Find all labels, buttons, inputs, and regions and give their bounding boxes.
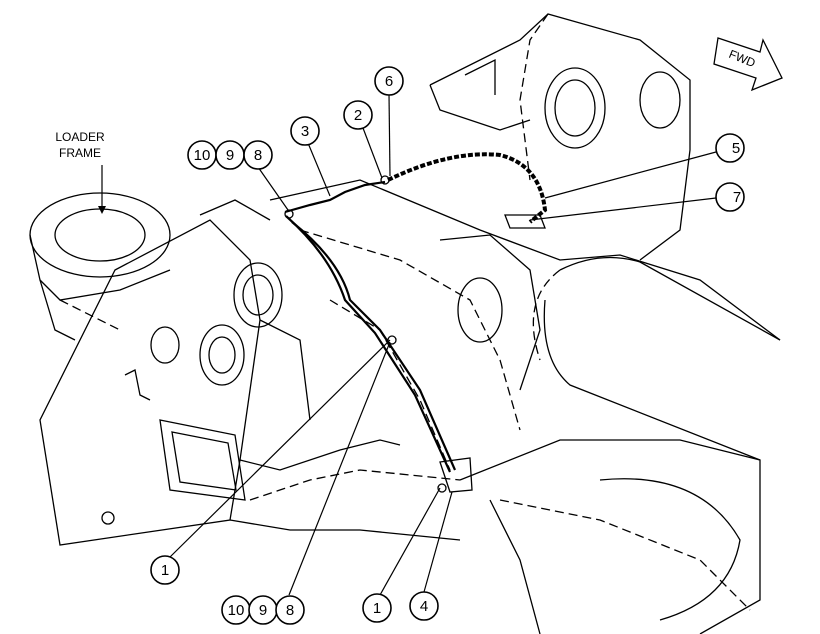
callout-1-right: 1 [362,593,392,623]
callout-7: 7 [715,182,745,212]
callout-3: 3 [290,116,320,146]
svg-text:2: 2 [354,107,362,124]
callout-8-top: 8 [243,140,273,170]
callout-9-bottom: 9 [248,595,278,625]
hydraulic-line [284,152,548,493]
svg-text:5: 5 [732,140,740,157]
svg-text:10: 10 [194,147,211,164]
svg-text:3: 3 [301,123,309,140]
callout-9-top: 9 [215,140,245,170]
callout-8-bottom: 8 [275,595,305,625]
forward-arrow-icon: FWD [713,37,783,92]
fwd-label: FWD [727,47,758,70]
svg-text:8: 8 [286,602,294,619]
svg-text:9: 9 [226,147,234,164]
svg-text:7: 7 [733,189,741,206]
callout-6: 6 [374,66,404,96]
svg-text:8: 8 [254,147,262,164]
callout-4: 4 [409,591,439,621]
svg-text:1: 1 [373,600,381,617]
callout-2: 2 [343,100,373,130]
callout-10-top: 10 [187,140,217,170]
svg-text:4: 4 [420,598,428,615]
callouts: 10 9 8 3 2 6 5 7 [150,66,745,625]
callout-1-left: 1 [150,555,180,585]
callout-5: 5 [715,133,745,163]
svg-text:1: 1 [161,562,169,579]
svg-text:6: 6 [385,73,393,90]
loader-frame-line1: LOADER [55,130,105,144]
callout-10-bottom: 10 [221,595,251,625]
svg-text:10: 10 [228,602,245,619]
machine-outline [29,13,781,634]
svg-text:9: 9 [259,602,267,619]
loader-frame-label: LOADER FRAME [55,130,106,214]
leader-lines [169,93,717,596]
loader-frame-line2: FRAME [59,146,101,160]
